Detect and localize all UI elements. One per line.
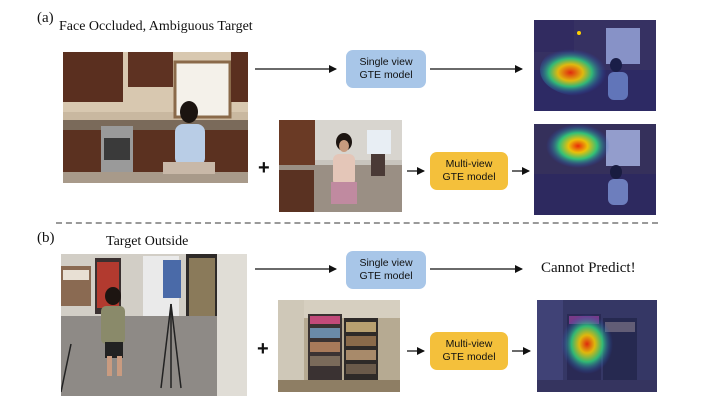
cannot-predict-text: Cannot Predict!: [541, 260, 636, 276]
heatmap-result-single-view: [534, 20, 656, 111]
shelf-photo-second-view: [278, 300, 400, 392]
multi-view-gte-model-label-a: Multi-view GTE model: [442, 158, 496, 183]
multi-view-gte-model-box-b: Multi-view GTE model: [430, 332, 508, 370]
multi-view-gte-model-label-b: Multi-view GTE model: [442, 338, 496, 363]
panel-b-tag: (b): [37, 230, 55, 246]
single-view-gte-model-box-b: Single view GTE model: [346, 251, 426, 289]
plus-sign-a: +: [258, 157, 270, 179]
kitchen-photo-main: [63, 52, 248, 183]
room-photo-main: [61, 254, 247, 396]
panel-a-tag: (a): [37, 10, 54, 26]
kitchen-photo-second-view: [279, 120, 402, 212]
single-view-gte-model-label-a: Single view GTE model: [359, 56, 413, 81]
heatmap-result-multi-view-b: [537, 300, 657, 392]
multi-view-gte-model-box-a: Multi-view GTE model: [430, 152, 508, 190]
panel-a-caption: Face Occluded, Ambiguous Target: [59, 19, 253, 34]
single-view-gte-model-box-a: Single view GTE model: [346, 50, 426, 88]
heatmap-result-multi-view: [534, 124, 656, 215]
panel-b-caption: Target Outside: [106, 234, 189, 249]
single-view-gte-model-label-b: Single view GTE model: [359, 257, 413, 282]
panel-divider: [56, 222, 658, 224]
plus-sign-b: +: [257, 338, 269, 360]
